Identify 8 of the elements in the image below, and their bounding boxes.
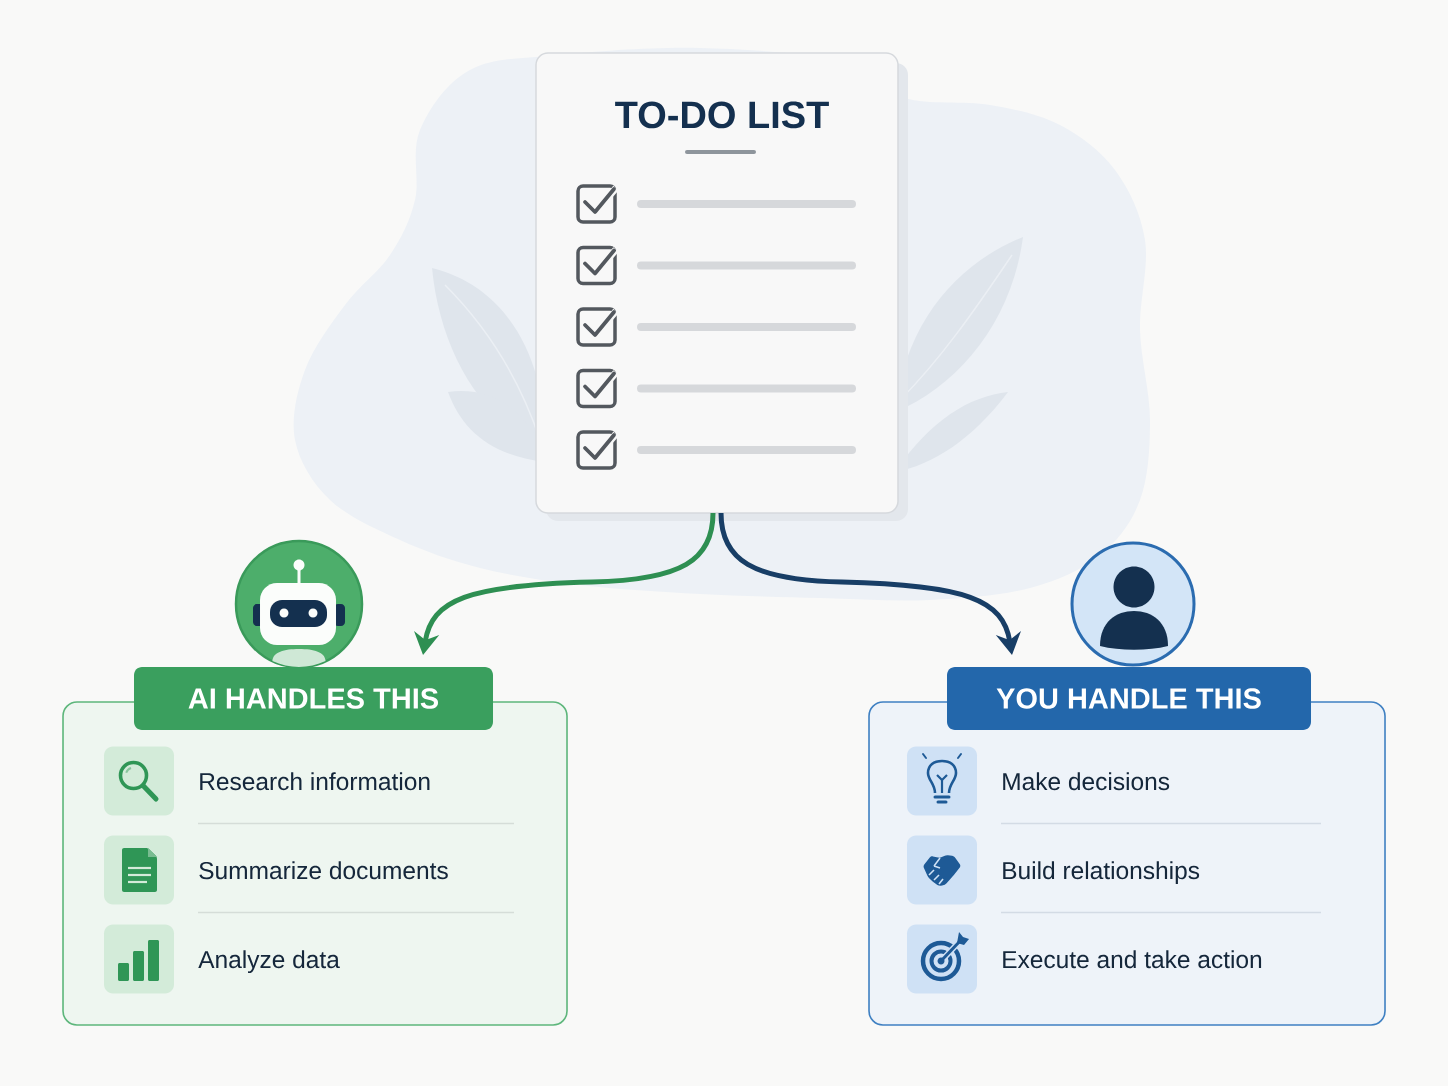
task-label: Build relationships (1003, 861, 1200, 885)
task-label: Execute and take action (1003, 950, 1262, 969)
task-label: Make decisions (1003, 772, 1170, 791)
header-tab: YOU HANDLE THIS (947, 667, 1311, 730)
task-label: Summarize documents (199, 861, 448, 880)
header-tab: AI HANDLES THIS (134, 667, 493, 730)
task-label: Research information (200, 772, 430, 791)
task-label: Analyze data (198, 950, 340, 974)
